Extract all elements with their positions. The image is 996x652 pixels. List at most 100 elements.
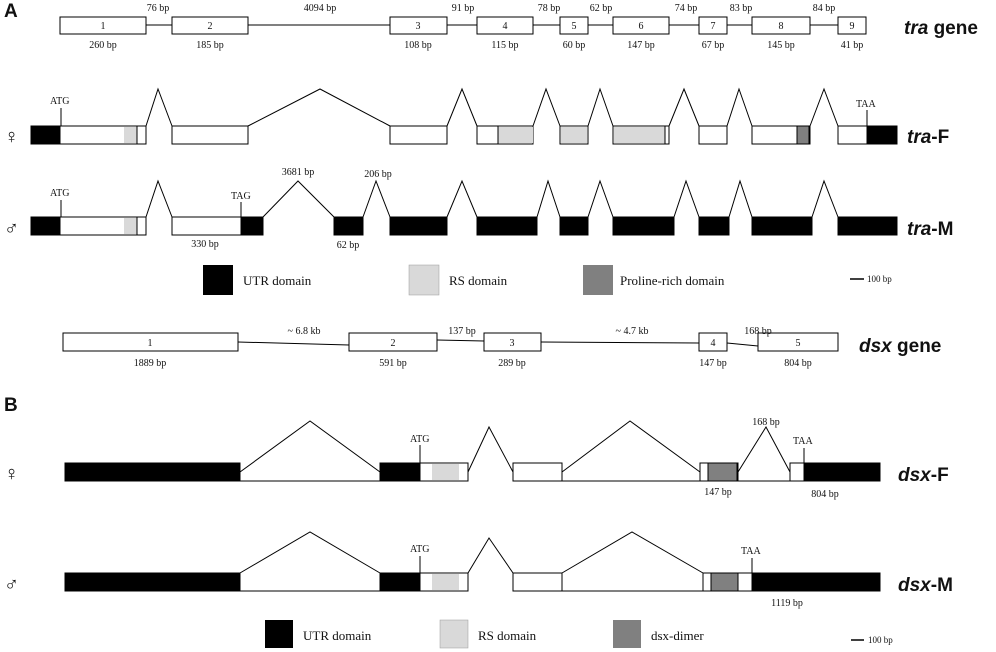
- tra-m-exon: [171, 216, 242, 236]
- utr-block: [30, 125, 61, 145]
- dsx-gene-introns: [237, 339, 759, 347]
- legend-label: RS domain: [449, 273, 508, 288]
- dsx-exon-number: 2: [391, 338, 396, 349]
- panel-letter-b: B: [4, 395, 18, 416]
- dsx-f-track: ♀ ATG TAA 168 bp 147 bp 804 bp: [4, 417, 949, 500]
- dsx-exon-1: [62, 332, 239, 352]
- dsx-exon-number: 5: [796, 338, 801, 349]
- rs-domain-block: [432, 574, 459, 590]
- tra-exon-number: 8: [779, 21, 784, 32]
- tra-exon-2: [171, 16, 249, 35]
- dsx-m-exon-size: 1119 bp: [771, 598, 803, 609]
- tra-intron-size: 4094 bp: [304, 3, 337, 14]
- legend-label: RS domain: [478, 628, 537, 643]
- tra-exon-size: 260 bp: [89, 40, 117, 51]
- rs-domain-block: [432, 464, 459, 480]
- tra-exon-8: [751, 16, 811, 35]
- dsx-f-exon-size: 804 bp: [811, 489, 839, 500]
- dsx-gene-title: dsx gene: [859, 336, 941, 357]
- tra-gene-exons: [59, 16, 867, 35]
- rs-domain-block: [614, 127, 665, 143]
- dsx-m-exons: [64, 556, 881, 592]
- tra-m-exon-size: 330 bp: [191, 239, 219, 250]
- tra-exon-number: 5: [572, 21, 577, 32]
- dsx-f-exon-size: 147 bp: [704, 487, 732, 498]
- dsx-exon-5: [757, 332, 839, 352]
- utr-block: [389, 216, 448, 236]
- tra-f-splice-lines: [145, 87, 839, 127]
- tra-f-exon: [751, 125, 811, 145]
- tra-intron-size: 62 bp: [590, 3, 613, 14]
- tra-exon-size: 67 bp: [702, 40, 725, 51]
- utr-block: [866, 125, 898, 145]
- tra-intron-size: 74 bp: [675, 3, 698, 14]
- tra-exon-4: [476, 16, 534, 35]
- utr-block: [379, 462, 421, 482]
- utr-block: [30, 216, 61, 236]
- tra-f-exons: [30, 108, 898, 145]
- dsx-gene-track: 1 2 3 4 5 1889 bp 591 bp 289 bp 147 bp 8…: [62, 326, 941, 369]
- tra-exon-sizes: 260 bp 185 bp 108 bp 115 bp 60 bp 147 bp…: [89, 40, 863, 51]
- utr-block: [751, 572, 881, 592]
- dsx-m-stop-codon: TAA: [741, 546, 762, 557]
- legend-label: Proline-rich domain: [620, 273, 725, 288]
- legend-b: UTR domain RS domain dsx-dimer 100 bp: [265, 619, 893, 649]
- dsx-m-splice-lines: [239, 531, 704, 592]
- tra-exon-size: 185 bp: [196, 40, 224, 51]
- tra-exon-3: [389, 16, 448, 35]
- rs-domain-block: [498, 127, 533, 143]
- tra-intron-size: 76 bp: [147, 3, 170, 14]
- dsx-dimer-block: [710, 572, 739, 592]
- dsx-exon-3: [483, 332, 542, 352]
- legend-swatch-utr: [203, 265, 233, 295]
- utr-block: [837, 216, 898, 236]
- dsx-intron-size: 168 bp: [744, 326, 772, 337]
- tra-exon-9: [837, 16, 867, 35]
- tra-f-exon: [389, 125, 448, 145]
- dsx-intron-sizes: ~ 6.8 kb 137 bp ~ 4.7 kb 168 bp: [288, 326, 772, 337]
- tra-exon-number: 6: [639, 21, 644, 32]
- tra-intron-size: 91 bp: [452, 3, 475, 14]
- tra-m-stop-codon: TAG: [231, 191, 251, 202]
- tra-exon-number: 2: [208, 21, 213, 32]
- panel-letter-a: A: [4, 1, 18, 22]
- utr-block: [751, 216, 813, 236]
- tra-f-title: tra-F: [907, 127, 949, 148]
- tra-exon-size: 108 bp: [404, 40, 432, 51]
- tra-intron-sizes: 76 bp 4094 bp 91 bp 78 bp 62 bp 74 bp 83…: [147, 3, 836, 14]
- scale-bar-label: 100 bp: [868, 635, 893, 645]
- tra-exon-5: [559, 16, 589, 35]
- tra-f-start-codon: ATG: [50, 96, 69, 107]
- legend-swatch-proline-rich: [583, 265, 613, 295]
- tra-f-track: ♀: [4, 87, 949, 148]
- tra-m-track: ♂: [4, 167, 953, 251]
- tra-exon-size: 60 bp: [563, 40, 586, 51]
- dsx-exon-size: 804 bp: [784, 358, 812, 369]
- tra-m-intron-size: 206 bp: [364, 169, 392, 180]
- tra-m-exons: [30, 200, 898, 236]
- dsx-m-exon: [512, 572, 563, 592]
- dsx-exon-sizes: 1889 bp 591 bp 289 bp 147 bp 804 bp: [134, 358, 812, 369]
- tra-exon-numbers: 1 2 3 4 5 6 7 8 9: [101, 21, 855, 32]
- utr-block: [559, 216, 589, 236]
- female-symbol: ♀: [4, 126, 19, 148]
- dsx-m-track: ♂ ATG TAA 1119 bp dsx-M: [4, 531, 953, 609]
- dsx-gene-exons: [62, 332, 839, 352]
- tra-f-exon: [171, 125, 249, 145]
- tra-f-stop-codon: TAA: [856, 99, 877, 110]
- legend-swatch-rs: [408, 264, 440, 296]
- tra-f-exon: [698, 125, 728, 145]
- dsx-f-stop-codon: TAA: [793, 436, 814, 447]
- dsx-intron-size: ~ 4.7 kb: [616, 326, 649, 337]
- utr-block: [698, 216, 730, 236]
- utr-block: [476, 216, 538, 236]
- dsx-f-exons: [64, 445, 881, 482]
- tra-exon-size: 41 bp: [841, 40, 864, 51]
- legend-label: UTR domain: [243, 273, 312, 288]
- utr-block: [64, 572, 241, 592]
- dsx-exon-size: 289 bp: [498, 358, 526, 369]
- legend-a: UTR domain RS domain Proline-rich domain…: [203, 264, 892, 296]
- tra-exon-1: [59, 16, 147, 35]
- utr-block: [333, 216, 364, 236]
